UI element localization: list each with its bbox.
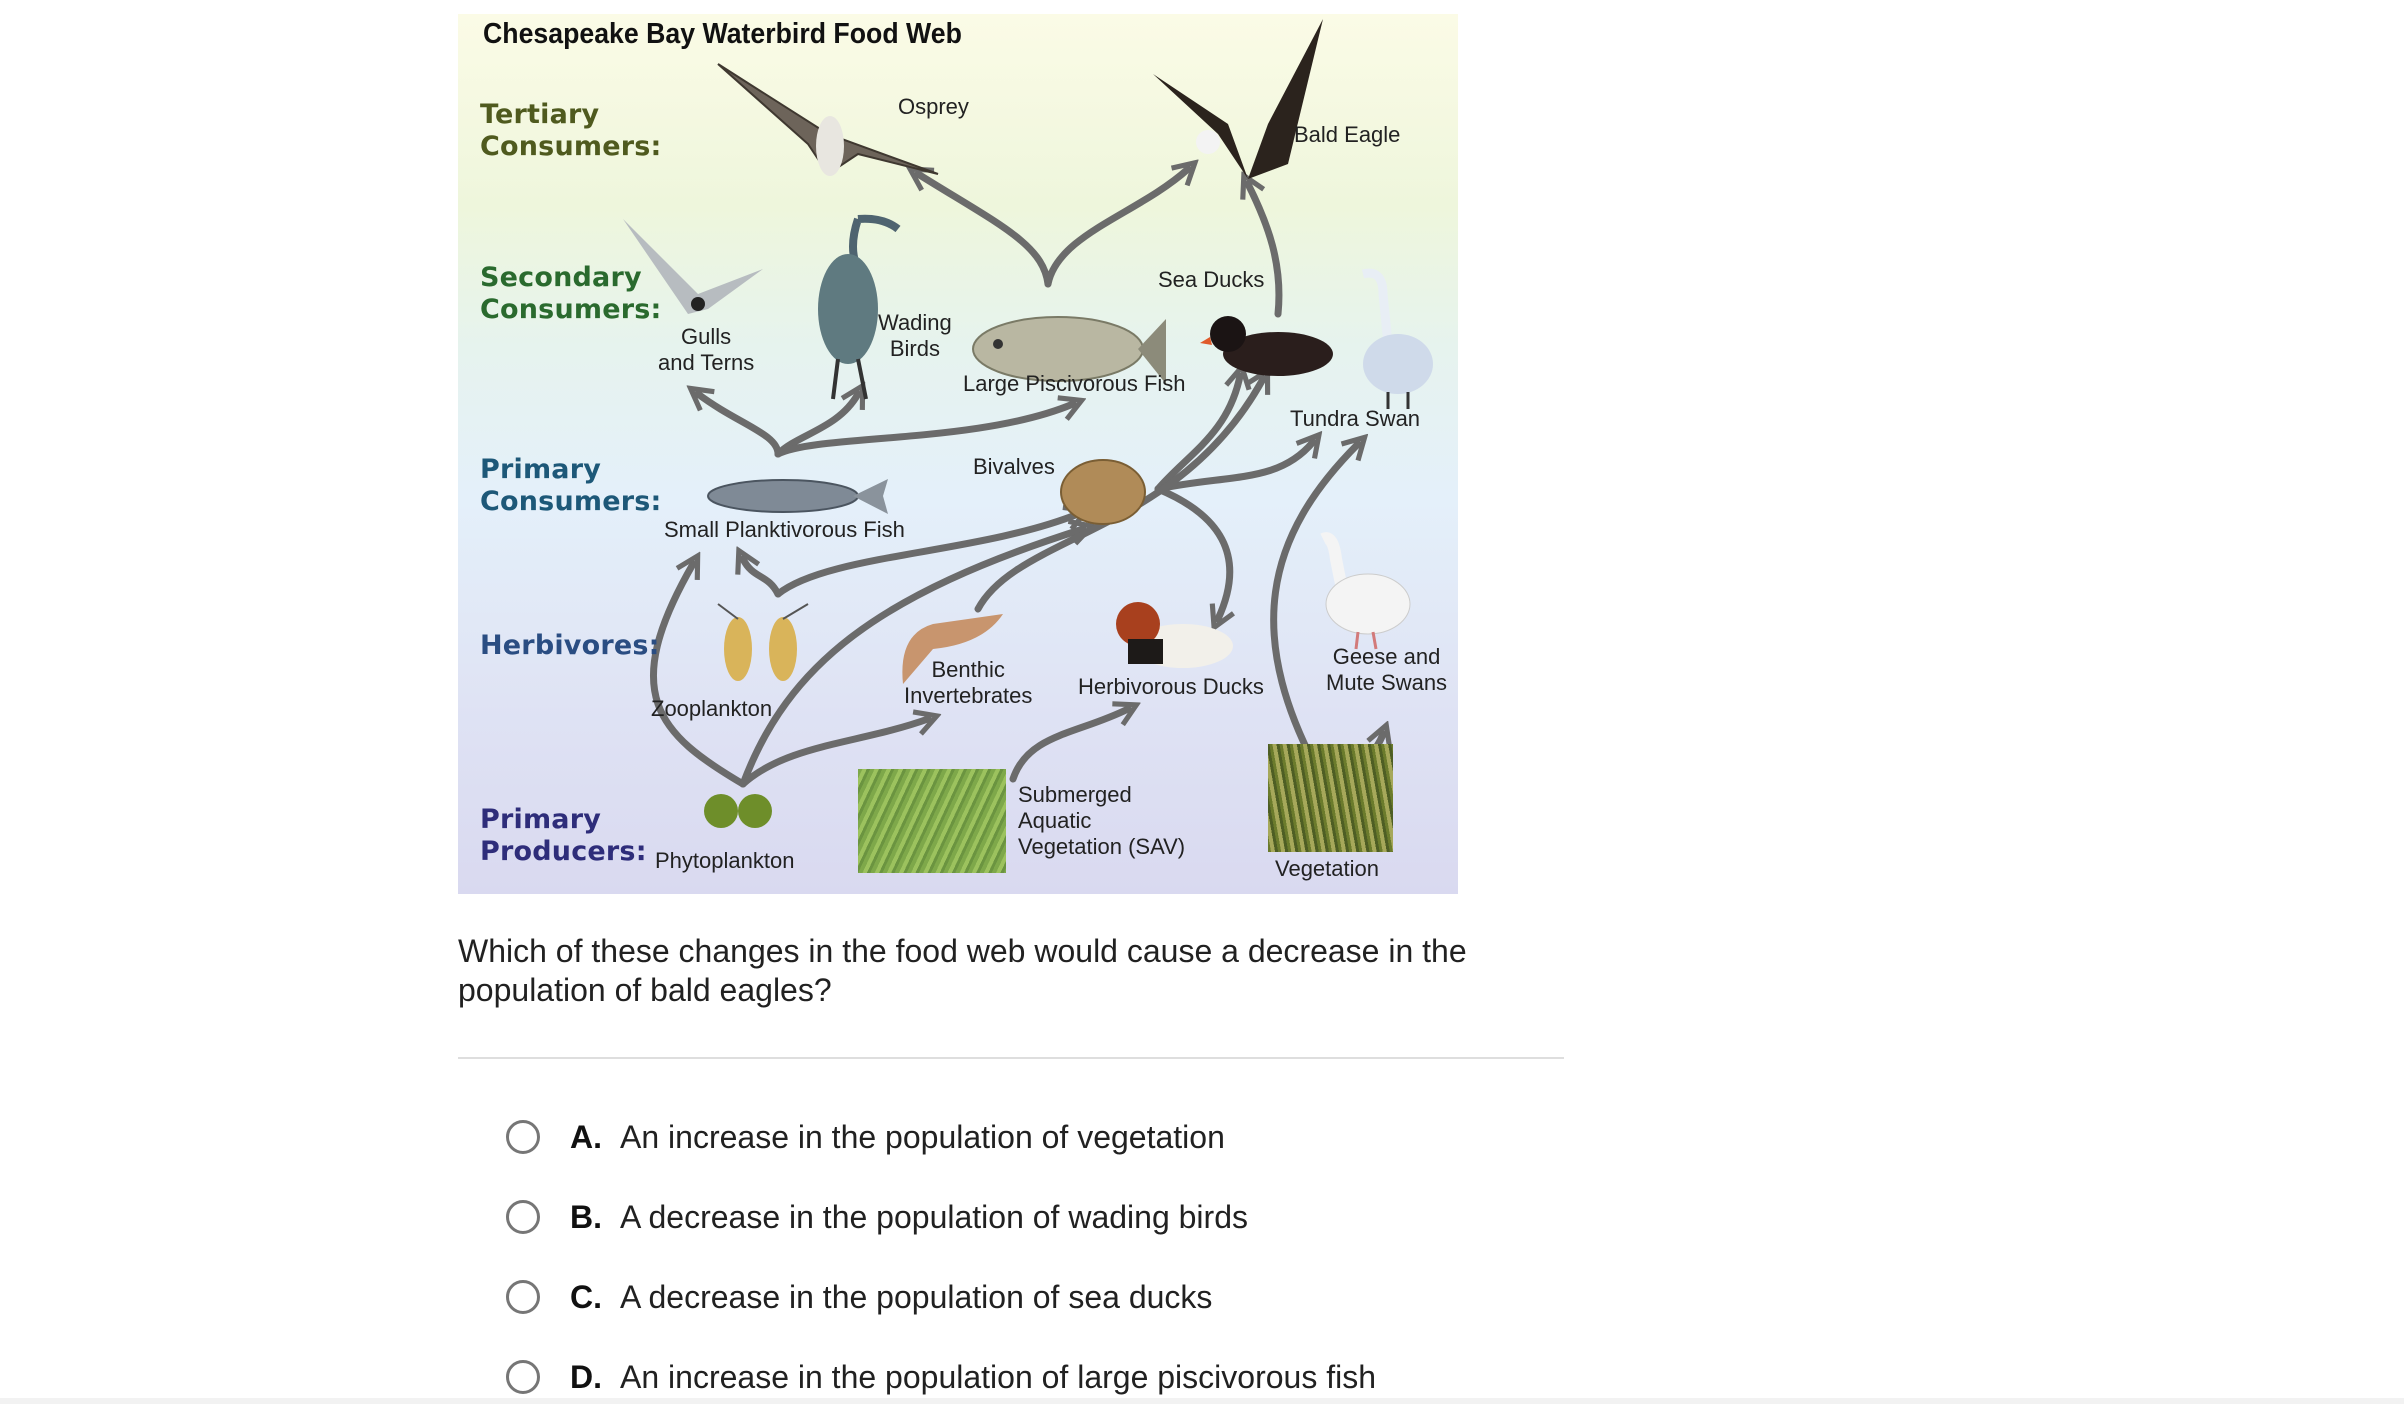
arrow-bivalves-tundra bbox=[1154, 442, 1313, 493]
label-phytoplankton: Phytoplankton bbox=[655, 848, 795, 873]
question-text: Which of these changes in the food web w… bbox=[458, 933, 1467, 1008]
bald-eagle-icon bbox=[1153, 19, 1323, 179]
arrow-veg-tundra bbox=[1270, 444, 1358, 793]
option-letter: A. bbox=[570, 1118, 602, 1155]
osprey-icon bbox=[717, 63, 939, 176]
answer-option-a[interactable]: A. An increase in the population of vege… bbox=[506, 1114, 1225, 1160]
arrow-phyto-smallfish bbox=[650, 564, 747, 788]
goose-mute-swan-icon bbox=[1320, 532, 1411, 650]
level-herbivores: Herbivores: bbox=[480, 630, 660, 661]
level-primary-producers: Primary Producers: bbox=[480, 804, 647, 867]
label-benthic-invertebrates: Benthic Invertebrates bbox=[904, 657, 1033, 708]
label-gulls-terns: Gulls and Terns bbox=[658, 324, 755, 375]
arrow-phyto-benthic bbox=[739, 719, 928, 788]
bivalve-icon bbox=[1060, 459, 1146, 525]
label-sea-ducks: Sea Ducks bbox=[1158, 267, 1265, 292]
arrow-sav-herbducks bbox=[1009, 709, 1128, 783]
vegetation-image bbox=[1268, 744, 1393, 852]
label-bivalves: Bivalves bbox=[973, 454, 1055, 479]
label-small-planktivorous-fish: Small Planktivorous Fish bbox=[664, 517, 905, 542]
label-tundra-swan: Tundra Swan bbox=[1290, 406, 1421, 431]
phytoplankton-icon bbox=[704, 794, 772, 828]
divider bbox=[458, 1057, 1564, 1059]
level-primary-consumers: Primary Consumers: bbox=[480, 454, 662, 517]
option-text[interactable]: A decrease in the population of sea duck… bbox=[620, 1278, 1213, 1315]
option-text[interactable]: An increase in the population of vegetat… bbox=[620, 1118, 1225, 1155]
answer-option-b[interactable]: B. A decrease in the population of wadin… bbox=[506, 1194, 1248, 1240]
option-letter: B. bbox=[570, 1198, 602, 1235]
sea-duck-icon bbox=[1200, 316, 1333, 376]
radio-button[interactable] bbox=[506, 1200, 540, 1234]
arrow-zoo-smallfish bbox=[743, 559, 782, 598]
benthic-invertebrate-icon bbox=[902, 614, 1003, 684]
option-text[interactable]: An increase in the population of large p… bbox=[620, 1358, 1376, 1395]
wading-bird-icon bbox=[818, 214, 901, 400]
option-letter: D. bbox=[570, 1358, 602, 1395]
arrow-largefish-osprey bbox=[918, 174, 1052, 288]
answer-option-c[interactable]: C. A decrease in the population of sea d… bbox=[506, 1274, 1212, 1320]
arrow-largefish-eagle bbox=[1044, 169, 1188, 288]
label-vegetation: Vegetation bbox=[1275, 856, 1379, 881]
option-letter: C. bbox=[570, 1278, 602, 1315]
answer-option-d[interactable]: D. An increase in the population of larg… bbox=[506, 1354, 1376, 1400]
label-geese-mute-swans: Geese and Mute Swans bbox=[1326, 644, 1448, 695]
gull-tern-icon bbox=[623, 219, 763, 314]
tundra-swan-icon bbox=[1361, 268, 1433, 409]
arrow-bivalves-seaducks bbox=[1154, 376, 1240, 493]
label-sav: Submerged Aquatic Vegetation (SAV) bbox=[1018, 782, 1186, 859]
zooplankton-icon bbox=[717, 603, 809, 681]
arrow-seaducks-eagle bbox=[1248, 184, 1283, 318]
arrow-zoo-bivalves bbox=[774, 514, 1078, 598]
small-planktivorous-fish-icon bbox=[707, 479, 888, 514]
arrow-phyto-bivalves bbox=[739, 529, 1083, 788]
diagram-title: Chesapeake Bay Waterbird Food Web bbox=[483, 18, 962, 50]
label-zooplankton: Zooplankton bbox=[651, 696, 773, 721]
arrow-smallfish-largefish bbox=[774, 404, 1073, 458]
radio-button[interactable] bbox=[506, 1360, 540, 1394]
label-wading-birds: Wading Birds bbox=[878, 310, 952, 361]
sav-image bbox=[858, 769, 1006, 873]
arrow-bivalves-herbducks bbox=[1154, 485, 1230, 619]
level-tertiary-consumers: Tertiary Consumers: bbox=[480, 99, 662, 162]
label-osprey: Osprey bbox=[898, 94, 969, 119]
radio-button[interactable] bbox=[506, 1120, 540, 1154]
label-bald-eagle: Bald Eagle bbox=[1294, 122, 1401, 147]
large-piscivorous-fish-icon bbox=[972, 316, 1166, 384]
radio-button[interactable] bbox=[506, 1280, 540, 1314]
bottom-bar bbox=[0, 1398, 2404, 1404]
arrow-smallfish-gulls bbox=[698, 394, 782, 458]
label-herbivorous-ducks: Herbivorous Ducks bbox=[1078, 674, 1264, 699]
level-secondary-consumers: Secondary Consumers: bbox=[480, 262, 662, 325]
herbivorous-duck-icon bbox=[1116, 602, 1233, 668]
label-large-piscivorous-fish: Large Piscivorous Fish bbox=[963, 371, 1186, 396]
food-web-diagram: Chesapeake Bay Waterbird Food Web Tertia… bbox=[458, 14, 1458, 894]
option-text[interactable]: A decrease in the population of wading b… bbox=[620, 1198, 1248, 1235]
